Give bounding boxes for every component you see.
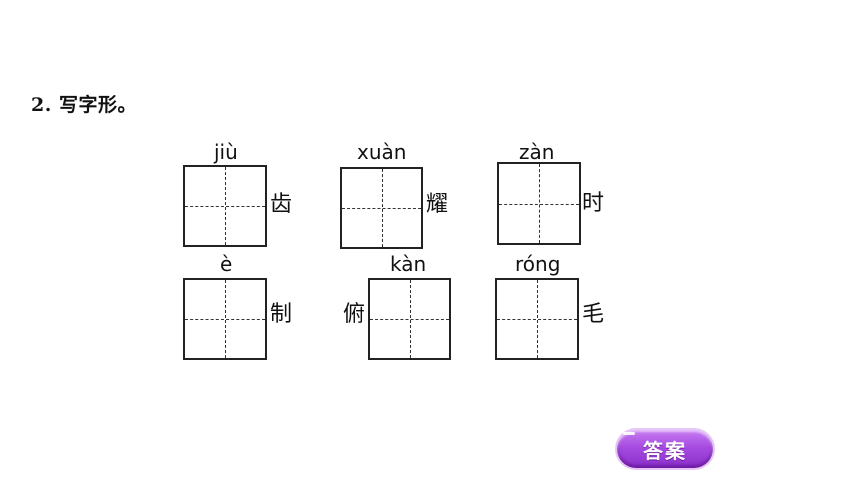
answer-button[interactable]: 答案: [617, 430, 713, 468]
word-char: 齿: [270, 192, 293, 217]
question-title: 2. 写字形。: [31, 94, 137, 116]
word-char: 耀: [426, 192, 449, 217]
grid-guide-v: [381, 169, 383, 247]
pinyin-label: zàn: [519, 140, 555, 164]
pinyin-label: róng: [515, 252, 561, 276]
tian-zi-ge-box[interactable]: [497, 162, 581, 245]
grid-guide-v: [225, 280, 226, 358]
pinyin-label: kàn: [390, 252, 427, 276]
grid-guide-v: [225, 167, 226, 245]
grid-guide-v: [409, 280, 411, 358]
pinyin-label: jiù: [214, 140, 238, 164]
grid-guide-v: [539, 164, 540, 243]
answer-button-label: 答案: [643, 438, 687, 463]
tian-zi-ge-box[interactable]: [183, 278, 267, 360]
pinyin-label: è: [220, 252, 233, 276]
tian-zi-ge-box[interactable]: [183, 165, 267, 247]
word-char: 时: [582, 191, 605, 216]
tian-zi-ge-box[interactable]: [368, 278, 451, 360]
word-char: 俯: [343, 302, 366, 327]
word-char: 毛: [582, 302, 605, 327]
pinyin-label: xuàn: [357, 140, 407, 164]
grid-guide-v: [537, 280, 538, 358]
tian-zi-ge-box[interactable]: [495, 278, 579, 360]
tian-zi-ge-box[interactable]: [340, 167, 423, 249]
button-highlight: [623, 432, 635, 435]
word-char: 制: [270, 302, 293, 327]
